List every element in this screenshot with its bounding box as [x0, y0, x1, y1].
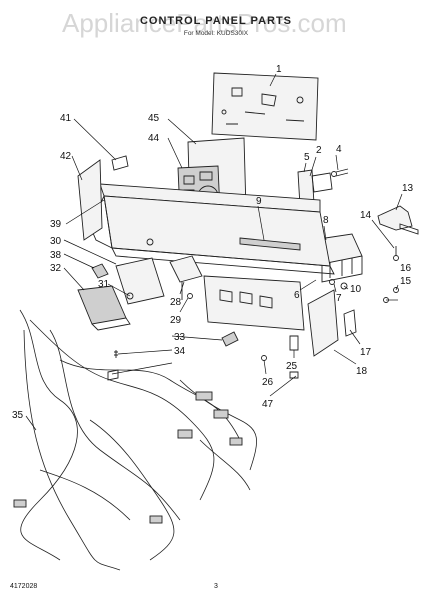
part-38-socket: [91, 263, 109, 279]
watermark: AppliancePartsPros.com: [62, 8, 347, 38]
callout-14: 14: [360, 210, 372, 221]
part-4-screw: [331, 168, 349, 177]
callout-7: 7: [336, 293, 342, 304]
callout-33: 33: [174, 332, 186, 343]
callout-1: 1: [276, 64, 282, 75]
part-25-bracket: [289, 335, 299, 351]
footer-doc-number: 4172028: [10, 583, 37, 590]
callout-47: 47: [262, 399, 274, 410]
part-30-bracket: [115, 238, 165, 305]
callout-13: 13: [402, 183, 414, 194]
part-28-bracket: [169, 255, 203, 300]
callout-34: 34: [174, 346, 186, 357]
callout-15: 15: [400, 276, 412, 287]
part-29-screw: [187, 293, 193, 299]
part-32-light-housing: [77, 285, 131, 331]
callout-8: 8: [323, 215, 329, 226]
callout-6: 6: [294, 290, 300, 301]
callout-41: 41: [60, 113, 72, 124]
part-9-console-panel: [89, 183, 335, 275]
callout-28: 28: [170, 297, 182, 308]
part-13-latch: [377, 205, 419, 235]
callout-10: 10: [350, 284, 362, 295]
callout-25: 25: [286, 361, 298, 372]
callout-16: 16: [400, 263, 412, 274]
part-35-wire-harness: [13, 309, 257, 571]
part-31-screw: [126, 292, 134, 300]
callout-30: 30: [50, 236, 62, 247]
part-47-clip: [289, 371, 299, 379]
callout-18: 18: [356, 366, 368, 377]
callout-17: 17: [360, 347, 372, 358]
part-7-screw: [329, 279, 335, 285]
callout-5: 5: [304, 152, 310, 163]
callout-29: 29: [170, 315, 182, 326]
callout-45: 45: [148, 113, 160, 124]
part-33-spring: [114, 350, 118, 358]
part-10-clip: [340, 282, 348, 290]
part-6-lower-trim: [203, 275, 305, 331]
callout-42: 42: [60, 151, 72, 162]
part-14-screw: [393, 246, 399, 261]
part-18-right-end-cap: [307, 289, 339, 357]
part-17-bracket: [343, 309, 357, 337]
part-button: [221, 331, 239, 347]
callout-44: 44: [148, 133, 160, 144]
part-42-left-end-cap: [77, 155, 129, 241]
callout-35: 35: [12, 410, 24, 421]
callout-labels: 1 2 4 5 6 7 8 9 10 13 14 15 16 17 18 25 …: [12, 64, 414, 421]
diagram-title: CONTROL PANEL PARTS: [140, 15, 292, 27]
part-26-screw: [261, 355, 267, 361]
callout-2: 2: [316, 145, 322, 156]
callout-4: 4: [336, 144, 342, 155]
footer-page-number: 3: [214, 583, 218, 590]
callout-38: 38: [50, 250, 62, 261]
callout-9: 9: [256, 196, 262, 207]
part-15-screw: [393, 287, 399, 293]
callout-39: 39: [50, 219, 62, 230]
callout-31: 31: [98, 279, 110, 290]
callout-32: 32: [50, 263, 62, 274]
part-34-clip: [107, 369, 119, 381]
leader-lines: [25, 73, 403, 431]
callout-26: 26: [262, 377, 274, 388]
part-1-rear-panel: [211, 72, 319, 141]
diagram-subtitle: For Model: KUDS30IX: [184, 30, 249, 37]
